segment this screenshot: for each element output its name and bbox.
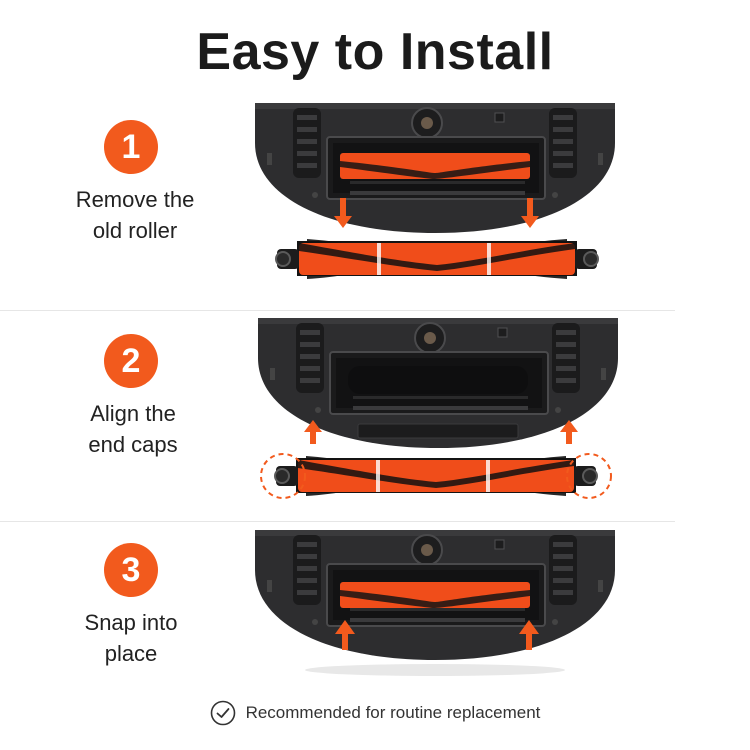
step-2-label-line2: end caps [88, 432, 178, 457]
step-1-illustration [255, 103, 616, 280]
divider-1 [0, 310, 675, 311]
step-1-label: Remove the old roller [50, 184, 220, 246]
step-3-label-line1: Snap into [84, 610, 178, 635]
step-2-label: Align the end caps [48, 398, 218, 460]
step-3-label: Snap into place [46, 607, 216, 669]
step-3-illustration [255, 530, 616, 676]
step-2-number-badge: 2 [104, 334, 158, 388]
step-1-number-badge: 1 [104, 120, 158, 174]
footer-note: Recommended for routine replacement [0, 700, 750, 726]
step-2-illustration [258, 318, 619, 499]
footer-text: Recommended for routine replacement [245, 703, 541, 722]
step-3-number-badge: 3 [104, 543, 158, 597]
step-3-label-line2: place [104, 641, 158, 666]
step-1-label-line2: old roller [92, 218, 178, 243]
step-2-label-line1: Align the [90, 401, 176, 426]
divider-2 [0, 521, 675, 522]
page-title: Easy to Install [196, 23, 554, 81]
step-1-label-line1: Remove the [75, 187, 195, 212]
check-circle-icon [210, 700, 235, 726]
